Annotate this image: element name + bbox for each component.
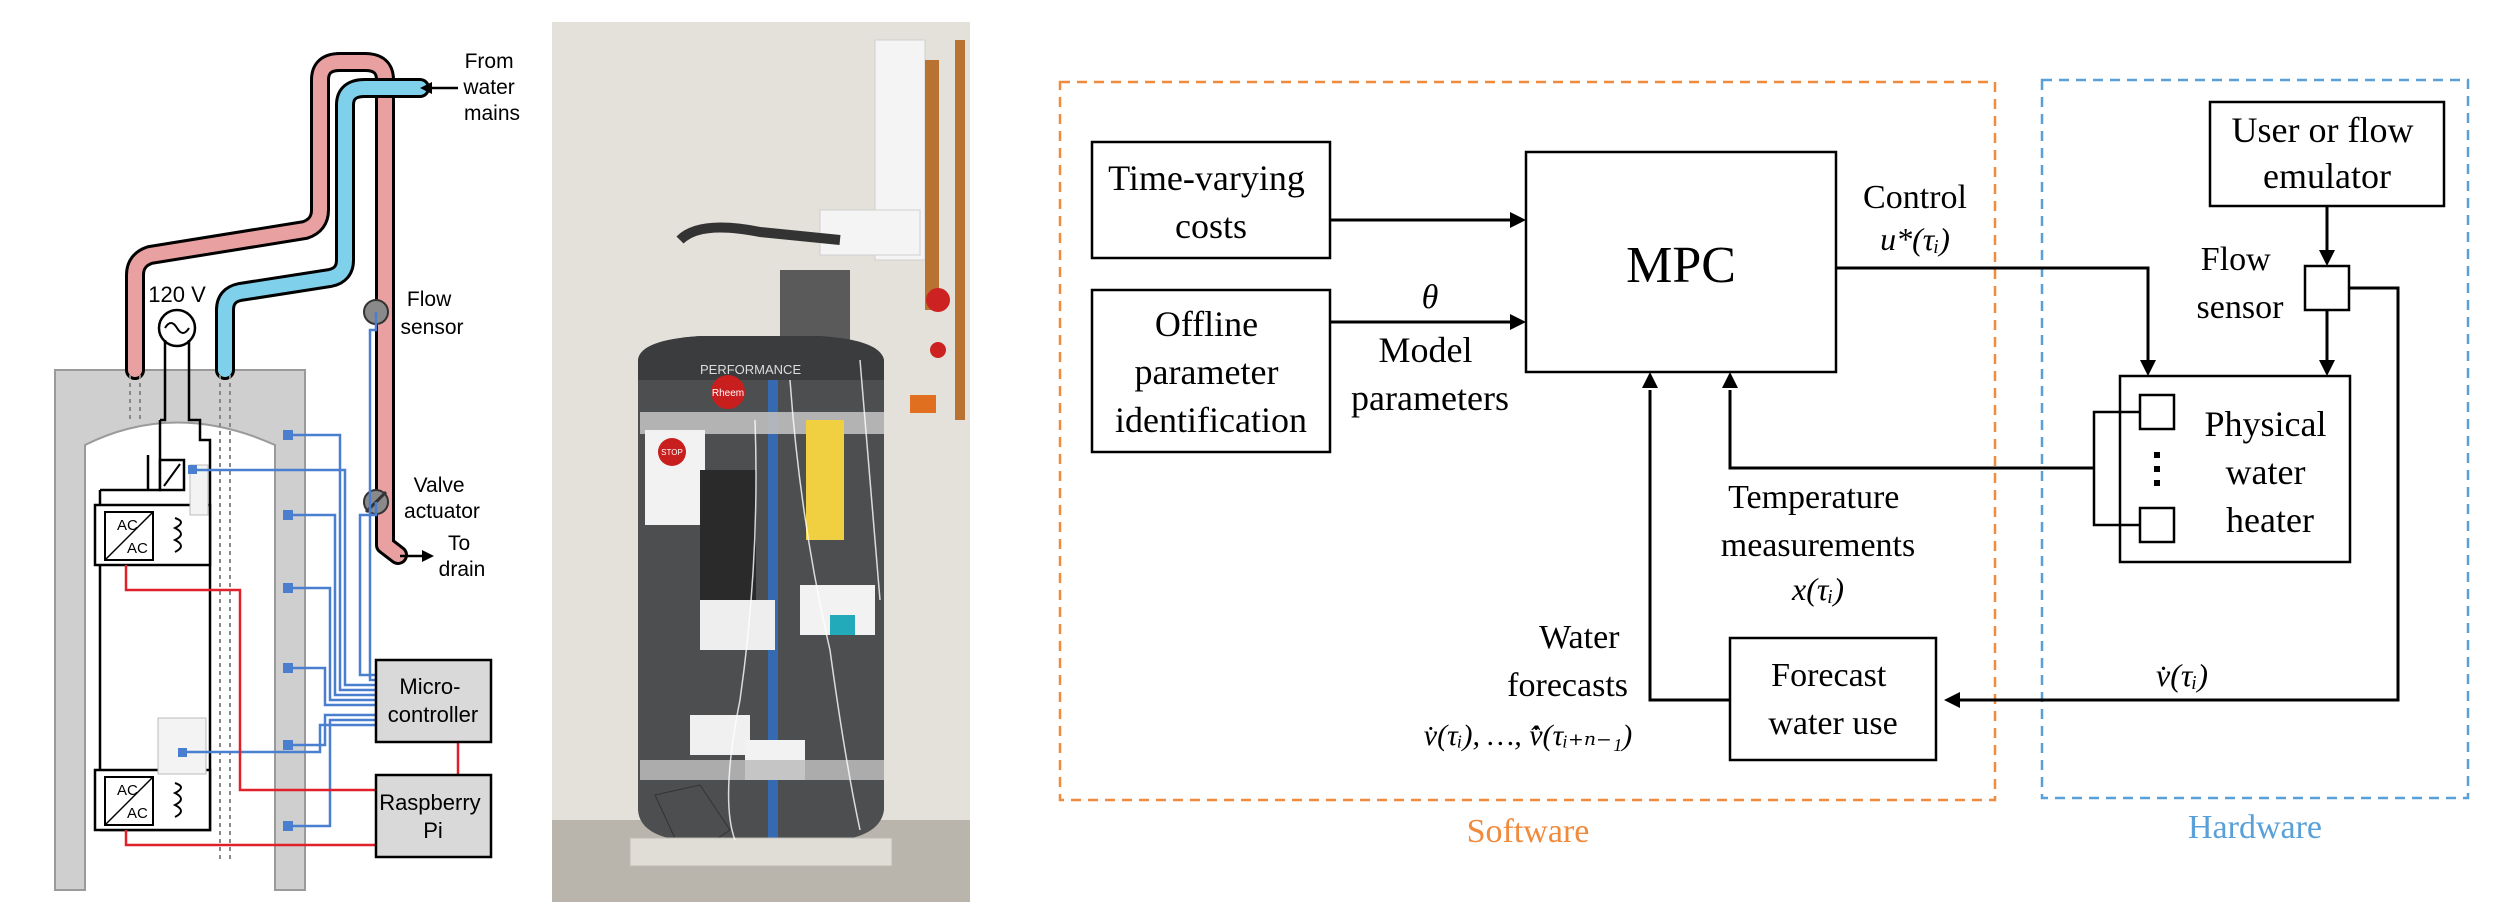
lower-heater-module: AC AC xyxy=(93,717,212,832)
theta-label: θ xyxy=(1422,279,1439,316)
photo-red-valve xyxy=(926,288,950,312)
from-mains-label: From water mains xyxy=(462,50,520,125)
to-drain-label: To drain xyxy=(439,532,486,581)
time-varying-costs-label: Time-varying costs xyxy=(1108,158,1314,246)
photo-bottom-band xyxy=(640,760,884,780)
lower-thermo-pocket xyxy=(157,717,207,775)
heater-sensor-bottom xyxy=(2138,506,2176,544)
control-label: Control xyxy=(1863,179,1967,216)
voltage-label: 120 V xyxy=(148,282,206,307)
lower-element xyxy=(172,782,182,818)
photo-rheem-text: Rheem xyxy=(712,388,744,399)
hardware-label: Hardware xyxy=(2188,809,2322,846)
microcontroller-box xyxy=(374,658,493,744)
upper-element xyxy=(172,517,182,553)
photo-copper-pipe-2 xyxy=(955,40,965,420)
tank-shell xyxy=(54,369,306,891)
params-arrowhead xyxy=(1510,314,1526,330)
photo-panel: PERFORMANCE Rheem STOP xyxy=(552,22,970,902)
mains-arrowhead xyxy=(420,82,432,94)
photo-valve-assembly xyxy=(780,270,850,340)
flow-symbol: v̇(τᵢ) xyxy=(2156,657,2208,693)
schematic-panel: From water mains Flow sensor Valve actua… xyxy=(54,50,520,891)
sensor-arrowhead xyxy=(2319,360,2335,376)
control-wiring xyxy=(124,565,460,847)
model-parameters-label: Model parameters xyxy=(1351,330,1509,418)
offline-param-label: Offline parameter identification xyxy=(1115,304,1307,440)
photo-stop-text: STOP xyxy=(661,448,683,457)
costs-arrowhead xyxy=(1510,212,1526,228)
photo-red-valve-2 xyxy=(930,342,946,358)
control-symbol: u*(τᵢ) xyxy=(1880,221,1950,257)
cold-pipe xyxy=(215,78,430,380)
water-forecasts-label: Water forecasts xyxy=(1507,619,1628,704)
mpc-box xyxy=(1524,150,1838,374)
flow-arrowhead xyxy=(1944,692,1960,708)
photo-rheem-logo xyxy=(711,375,745,409)
software-label: Software xyxy=(1467,813,1590,850)
photo-tank-top xyxy=(638,336,884,380)
forecast-arrowhead xyxy=(1642,372,1658,388)
photo-white-elbow xyxy=(819,209,921,256)
photo-energy-guide xyxy=(806,420,844,540)
heater-sensor-top xyxy=(2138,393,2176,431)
heater-sensor-dots xyxy=(2154,452,2160,486)
photo-paper-tag xyxy=(700,600,775,650)
control-arrowhead xyxy=(2140,360,2156,376)
user-flow-label: User or flow emulator xyxy=(2232,110,2423,196)
photo-wires xyxy=(727,359,881,841)
user-arrowhead xyxy=(2319,250,2335,266)
temp-arrowhead xyxy=(1722,372,1738,388)
ac-sine xyxy=(164,322,190,334)
microcontroller-label: Micro- controller xyxy=(388,674,478,727)
photo-orange-actuator xyxy=(910,395,936,413)
physical-heater-label: Physical water heater xyxy=(2205,404,2336,540)
cold-dip-tube xyxy=(219,375,231,860)
photo-stop-sign xyxy=(658,438,686,466)
hardware-region xyxy=(2040,78,2470,800)
valve-actuator-label: Valve actuator xyxy=(404,474,480,523)
upper-thermo-pocket xyxy=(189,464,209,516)
sensor-wiring xyxy=(182,312,378,828)
forecast-label: Forecast water use xyxy=(1768,657,1897,742)
raspberry-pi-box xyxy=(374,773,493,859)
photo-cable-bundle xyxy=(700,470,756,620)
offline-param-box xyxy=(1090,288,1332,454)
flow-sensor-box xyxy=(2303,264,2351,312)
mpc-label: MPC xyxy=(1626,237,1736,294)
photo-bottom-tag xyxy=(690,715,750,755)
user-flow-box xyxy=(2208,100,2446,208)
thermostat-slash xyxy=(163,463,181,487)
flow-sensor-label: Flow sensor xyxy=(2197,241,2285,326)
photo-base-pan xyxy=(629,837,893,867)
lower-ac-out: AC xyxy=(127,805,148,822)
hot-pipe xyxy=(125,52,408,565)
temp-feedback-line xyxy=(1728,390,2094,470)
drain-arrowhead xyxy=(422,550,434,562)
upper-ac-out: AC xyxy=(127,540,148,557)
photo-black-hose xyxy=(676,222,841,245)
raspberry-pi-label: Raspberry Pi xyxy=(379,790,487,843)
upper-ac-in: AC xyxy=(117,517,138,534)
forecast-to-mpc-line xyxy=(1648,390,1730,702)
flow-to-forecast-line xyxy=(1958,286,2400,702)
sensor-nodes xyxy=(178,430,293,831)
forecast-symbol: v̇(τᵢ), …, v̂̇(τᵢ₊ₙ₋₁) xyxy=(1424,719,1633,752)
block-diagram-panel: Software Hardware Time-varying costs Off… xyxy=(1058,78,2470,850)
photo-teal-box xyxy=(830,615,855,635)
photo-performance-text: PERFORMANCE xyxy=(700,362,801,377)
temp-measurements-label: Temperature measurements xyxy=(1721,479,1916,564)
lower-ac-in: AC xyxy=(117,782,138,799)
control-to-heater-arrow xyxy=(1836,266,2150,365)
lower-ssr-diag xyxy=(104,776,154,826)
flow-sensor-label: Flow sensor xyxy=(400,288,463,339)
upper-heater-module: AC AC xyxy=(93,464,212,567)
software-region xyxy=(1058,80,1997,802)
upper-ssr-diag xyxy=(104,511,154,561)
temp-symbol: x(τᵢ) xyxy=(1791,571,1844,607)
photo-copper-pipe xyxy=(925,60,939,310)
time-varying-costs-box xyxy=(1090,140,1332,260)
